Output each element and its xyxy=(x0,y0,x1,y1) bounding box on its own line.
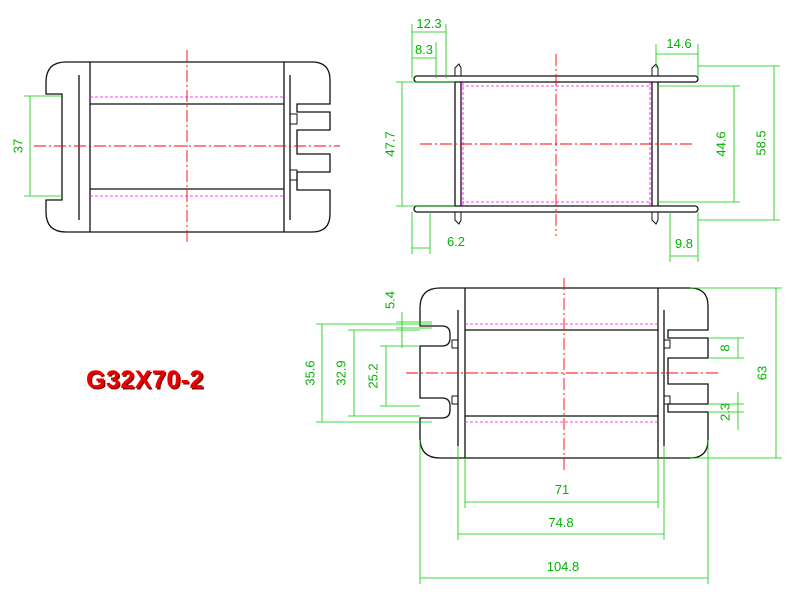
dim-71-label: 71 xyxy=(555,482,569,497)
dim-12-3-label: 12.3 xyxy=(416,16,441,31)
dim-74-8-label: 74.8 xyxy=(548,515,573,530)
top-left-view: 37 xyxy=(10,50,340,244)
dim-2-3-label: 2.3 xyxy=(717,403,732,421)
part-number-label: G32X70-2 xyxy=(86,366,204,394)
bottom-pin-left-1 xyxy=(451,339,459,349)
dim-14-6-label: 14.6 xyxy=(666,36,691,51)
bottom-view: 5.4 35.6 32.9 25.2 8 2.3 63 xyxy=(302,278,782,584)
top-right-view: 12.3 8.3 14.6 47.7 44.6 58.5 6.2 9.8 xyxy=(382,16,780,262)
top-right-tab-bl xyxy=(454,212,462,225)
dim-44-6-label: 44.6 xyxy=(713,131,728,156)
top-left-body-outline xyxy=(45,61,331,233)
dim-63-label: 63 xyxy=(754,366,769,380)
bottom-pin-right-1 xyxy=(663,339,671,349)
top-left-pin-1 xyxy=(289,113,298,125)
top-left-pin-2 xyxy=(289,169,298,181)
dim-6-2-label: 6.2 xyxy=(447,234,465,249)
bottom-body-outline xyxy=(419,287,709,459)
dim-8-3-label: 8.3 xyxy=(415,42,433,57)
bottom-pin-left-2 xyxy=(451,395,459,405)
dim-32-9-label: 32.9 xyxy=(333,360,348,385)
dim-104-8-label: 104.8 xyxy=(547,559,580,574)
dim-47-7-label: 47.7 xyxy=(382,131,397,156)
top-right-tab-tl xyxy=(454,63,462,76)
dim-5-4-label: 5.4 xyxy=(382,291,397,309)
top-right-tab-br xyxy=(651,212,659,225)
dim-25-2-label: 25.2 xyxy=(365,363,380,388)
dim-58-5-label: 58.5 xyxy=(753,130,768,155)
top-right-tab-tr xyxy=(651,63,659,76)
dim-8-label: 8 xyxy=(717,344,732,351)
bottom-pin-right-2 xyxy=(663,395,671,405)
dim-35-6-label: 35.6 xyxy=(302,360,317,385)
dim-37-label: 37 xyxy=(10,139,25,153)
dim-9-8-label: 9.8 xyxy=(675,236,693,251)
